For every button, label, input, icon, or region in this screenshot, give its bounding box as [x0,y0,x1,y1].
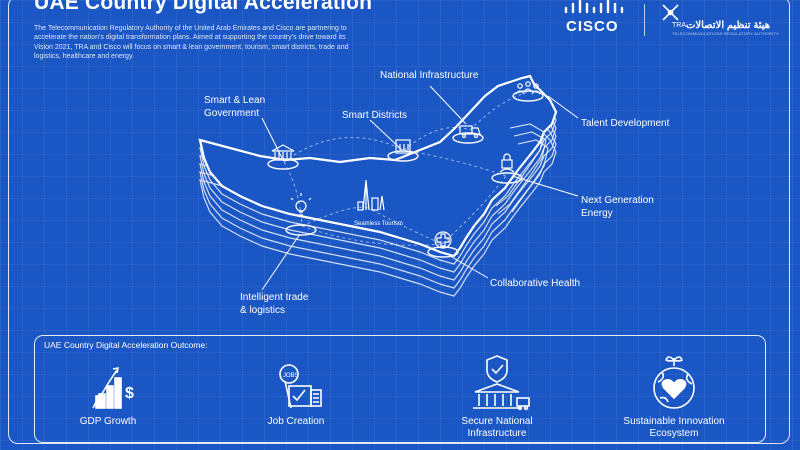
label-smart-lean-government-1: Smart & Lean [204,95,266,106]
truck-icon [459,125,481,139]
energy-icon [499,153,515,173]
tra-logo-mark [662,4,679,21]
outcome-label-1: GDP Growth [79,416,137,427]
svg-text:$: $ [125,385,134,402]
sustainable-innovation-icon [653,356,695,409]
people-icon [515,81,541,95]
label-intelligent-trade-2: & logistics [240,305,286,316]
outcome-label-2: Job Creation [267,416,325,427]
label-talent-development: Talent Development [581,118,670,129]
job-creation-icon: JOBS [279,364,322,409]
label-smart-lean-government-2: Government [204,108,260,119]
outcome-sustainable-innovation: Sustainable Innovation Ecosystem [612,352,736,440]
outcome-label-3a: Secure National [461,416,533,427]
outcome-job-creation: JOBS Job Creation [246,360,346,428]
svg-text:JOBS: JOBS [283,373,299,379]
intro-text: The Telecommunication Regulatory Authori… [34,25,349,61]
page-title: UAE Country Digital Acceleration [34,0,373,14]
outcome-label-3b: Infrastructure [467,428,527,439]
hub-smart-districts [387,150,419,162]
hub-talent-development [512,90,544,102]
outcome-gdp-growth: $ GDP Growth [58,360,158,428]
label-collaborative-health: Collaborative Health [490,278,581,289]
health-icon [434,231,452,249]
hub-collaborative-health [427,246,459,258]
skyline-icon [357,179,385,211]
tra-logo-en: TRA [672,22,686,29]
outcome-label-4b: Ecosystem [649,428,699,439]
cisco-logo-bars [564,0,624,14]
label-next-generation-energy-1: Next Generation [581,195,654,206]
government-icon [271,144,295,161]
hub-next-gen-energy [491,172,523,184]
outcome-secure-infrastructure: Secure National Infrastructure [442,354,552,440]
hub-national-infrastructure [452,132,484,144]
label-national-infrastructure: National Infrastructure [380,70,479,81]
tra-logo-sub: TELECOMMUNICATIONS REGULATORY AUTHORITY [672,31,779,36]
label-smart-districts: Smart Districts [342,110,407,121]
label-intelligent-trade-1: Intelligent trade [240,292,309,303]
logo-divider [644,4,645,36]
tra-logo-ar: هيئة تنظيم الاتصالات [686,20,771,31]
outcome-title: UAE Country Digital Acceleration Outcome… [44,340,208,350]
outcome-label-4a: Sustainable Innovation [623,416,725,427]
label-next-generation-energy-2: Energy [581,208,613,219]
uae-map [198,74,579,297]
hub-intelligent-trade [285,224,317,236]
lightbulb-icon [290,193,312,216]
cisco-logo-text: CISCO [566,18,619,35]
gdp-growth-icon: $ [92,366,134,409]
page-frame [8,0,790,444]
outcome-panel [34,335,766,443]
district-icon [395,139,411,154]
secure-infrastructure-icon [473,355,530,411]
label-seamless-tourism: Seamless Tourism [354,221,403,227]
